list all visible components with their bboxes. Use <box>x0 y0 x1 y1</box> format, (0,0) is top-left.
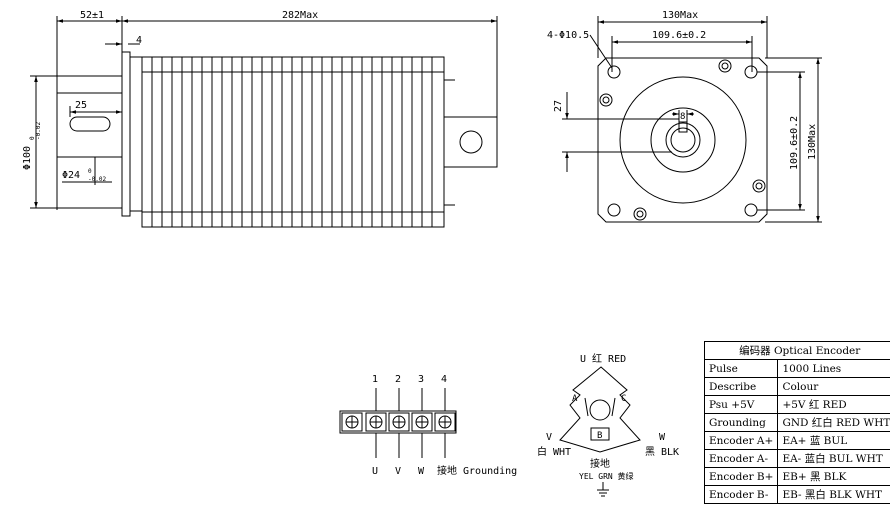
dim-flange-dia-tol-lower: -0.02 <box>35 122 42 140</box>
row-value: +5V 红 RED <box>777 395 890 414</box>
dim-height: 130Max <box>807 124 818 160</box>
hall-v-color: 白 WHT <box>537 445 571 458</box>
row-key: Grounding <box>703 413 779 432</box>
dim-flange-dia: Φ100 <box>22 146 33 170</box>
hall-v-label: V <box>546 432 552 443</box>
terminal-label-u: U <box>372 466 378 477</box>
dim-shaft-dia-tol-lower: -0.02 <box>88 176 106 183</box>
hall-connector: U 红 RED V 白 WHT W 黑 BLK A B C 接地 YEL GRN… <box>537 352 679 497</box>
front-view <box>562 16 822 223</box>
hall-pin-a: A <box>572 394 578 404</box>
cooling-fins <box>142 57 444 227</box>
hall-w-color: 黑 BLK <box>645 446 679 458</box>
dim-shaft-dia: Φ24 <box>62 170 80 181</box>
hall-w-label: W <box>659 432 666 443</box>
dim-holes: 4-Φ10.5 <box>547 30 589 41</box>
dim-key-height: 27 <box>553 100 564 112</box>
front-view-labels: 130Max 109.6±0.2 4-Φ10.5 27 8 109.6±0.2 … <box>547 10 818 170</box>
dim-key-width: 8 <box>680 112 685 122</box>
dim-shaft-dia-tol-upper: 0 <box>88 168 92 175</box>
hall-ground-label: 接地 <box>590 457 610 470</box>
dim-hole-spacing-h: 109.6±0.2 <box>652 30 706 41</box>
row-key: Encoder A- <box>703 449 779 468</box>
row-value: GND 红白 RED WHT <box>777 413 890 432</box>
dim-width: 130Max <box>662 10 698 21</box>
table-row: Encoder A+EA+ 蓝 BUL <box>703 431 890 450</box>
row-key: Encoder A+ <box>703 431 779 450</box>
row-key: Encoder B- <box>703 485 779 504</box>
terminal-label-ground: 接地 Grounding <box>437 464 517 477</box>
row-key: Psu +5V <box>703 395 779 414</box>
dim-flange-thickness: 4 <box>136 35 142 46</box>
encoder-table-header: 编码器 Optical Encoder <box>703 341 890 360</box>
hall-u-label: U 红 RED <box>580 352 626 365</box>
table-row: Encoder B-EB- 黑白 BLK WHT <box>703 485 890 504</box>
row-value: EB+ 黑 BLK <box>777 467 890 486</box>
row-key: Pulse <box>703 359 779 378</box>
side-view-labels: 52±1 282Max 4 25 Φ100 0 -0.02 Φ24 0 -0.0… <box>22 10 318 183</box>
hall-pin-c: C <box>621 394 626 404</box>
row-value: 1000 Lines <box>777 359 890 378</box>
ground-icon <box>597 482 609 497</box>
terminal-label-v: V <box>395 466 401 477</box>
terminal-number-1: 1 <box>372 374 378 385</box>
row-key: Encoder B+ <box>703 467 779 486</box>
dim-flange-dia-tol-upper: 0 <box>29 136 36 140</box>
table-row: Encoder A-EA- 蓝白 BUL WHT <box>703 449 890 468</box>
row-value: EA+ 蓝 BUL <box>777 431 890 450</box>
dim-hole-spacing-v: 109.6±0.2 <box>789 116 800 170</box>
table-row: Encoder B+EB+ 黑 BLK <box>703 467 890 486</box>
terminal-block: 1 2 3 4 U V W 接地 Grounding <box>339 374 517 477</box>
dim-key-length: 25 <box>75 100 87 111</box>
hall-ground-color: YEL GRN 黄绿 <box>579 471 634 481</box>
terminal-number-4: 4 <box>441 374 447 385</box>
dim-flange-offset: 52±1 <box>80 10 104 21</box>
terminal-number-3: 3 <box>418 374 424 385</box>
terminal-label-w: W <box>418 466 425 477</box>
row-value: Colour <box>777 377 890 396</box>
encoder-table-title: 编码器 Optical Encoder <box>703 341 890 360</box>
table-row: Psu +5V+5V 红 RED <box>703 395 890 414</box>
side-view <box>30 16 498 228</box>
dim-total-length: 282Max <box>282 10 318 21</box>
row-value: EA- 蓝白 BUL WHT <box>777 449 890 468</box>
row-value: EB- 黑白 BLK WHT <box>777 485 890 504</box>
terminal-number-2: 2 <box>395 374 401 385</box>
row-key: Describe <box>703 377 779 396</box>
hall-pin-b: B <box>597 431 602 441</box>
